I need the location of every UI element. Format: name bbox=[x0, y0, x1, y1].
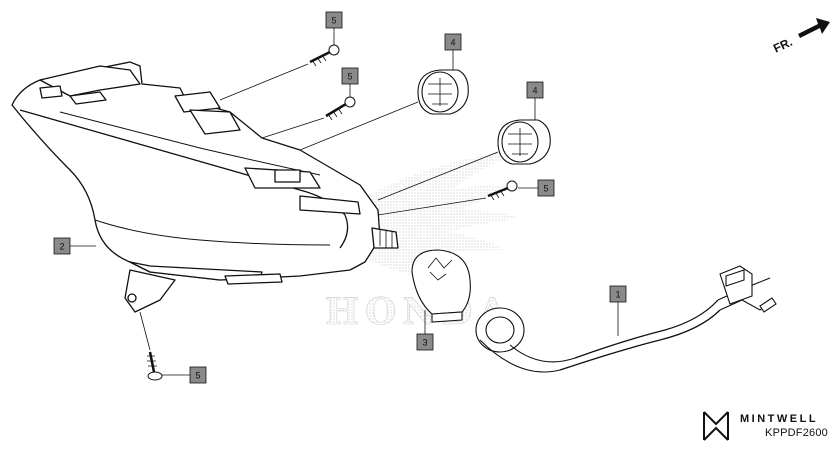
svg-text:3: 3 bbox=[422, 338, 427, 348]
callout-5-top: 5 bbox=[325, 11, 343, 29]
mintwell-logo-icon bbox=[703, 411, 729, 441]
callout-2: 2 bbox=[53, 237, 71, 255]
screw-5-top bbox=[309, 44, 340, 67]
leader-lines bbox=[70, 28, 619, 376]
callout-3: 3 bbox=[416, 333, 434, 351]
callout-4-upper: 4 bbox=[444, 33, 462, 51]
callout-4-lower: 4 bbox=[526, 81, 544, 99]
svg-text:5: 5 bbox=[347, 72, 352, 82]
grommet-4-upper bbox=[417, 69, 469, 115]
svg-text:FR.: FR. bbox=[771, 35, 794, 56]
honda-wing-watermark bbox=[360, 150, 525, 282]
front-direction-indicator: FR. bbox=[771, 18, 830, 56]
svg-text:4: 4 bbox=[532, 86, 537, 96]
svg-text:1: 1 bbox=[615, 290, 620, 300]
svg-text:5: 5 bbox=[331, 16, 336, 26]
screw-5-right bbox=[487, 180, 518, 201]
callout-5-bottom: 5 bbox=[189, 366, 207, 384]
svg-text:5: 5 bbox=[195, 371, 200, 381]
screw-5-bottom bbox=[147, 351, 163, 381]
svg-text:5: 5 bbox=[543, 184, 548, 194]
grommet-4-lower bbox=[497, 119, 551, 165]
callout-5-right: 5 bbox=[537, 179, 555, 197]
brand-name: MINTWELL bbox=[740, 413, 819, 425]
tail-light-housing bbox=[11, 61, 399, 313]
svg-text:4: 4 bbox=[450, 38, 455, 48]
reference-code: KPPDF2600 bbox=[765, 427, 828, 439]
callout-1: 1 bbox=[609, 285, 627, 303]
bulb-3 bbox=[411, 249, 471, 323]
callout-5-second: 5 bbox=[341, 67, 359, 85]
svg-text:2: 2 bbox=[59, 242, 64, 252]
arrow-right-icon bbox=[798, 18, 830, 38]
socket-harness-1 bbox=[475, 265, 777, 373]
screw-5-second bbox=[325, 96, 356, 121]
